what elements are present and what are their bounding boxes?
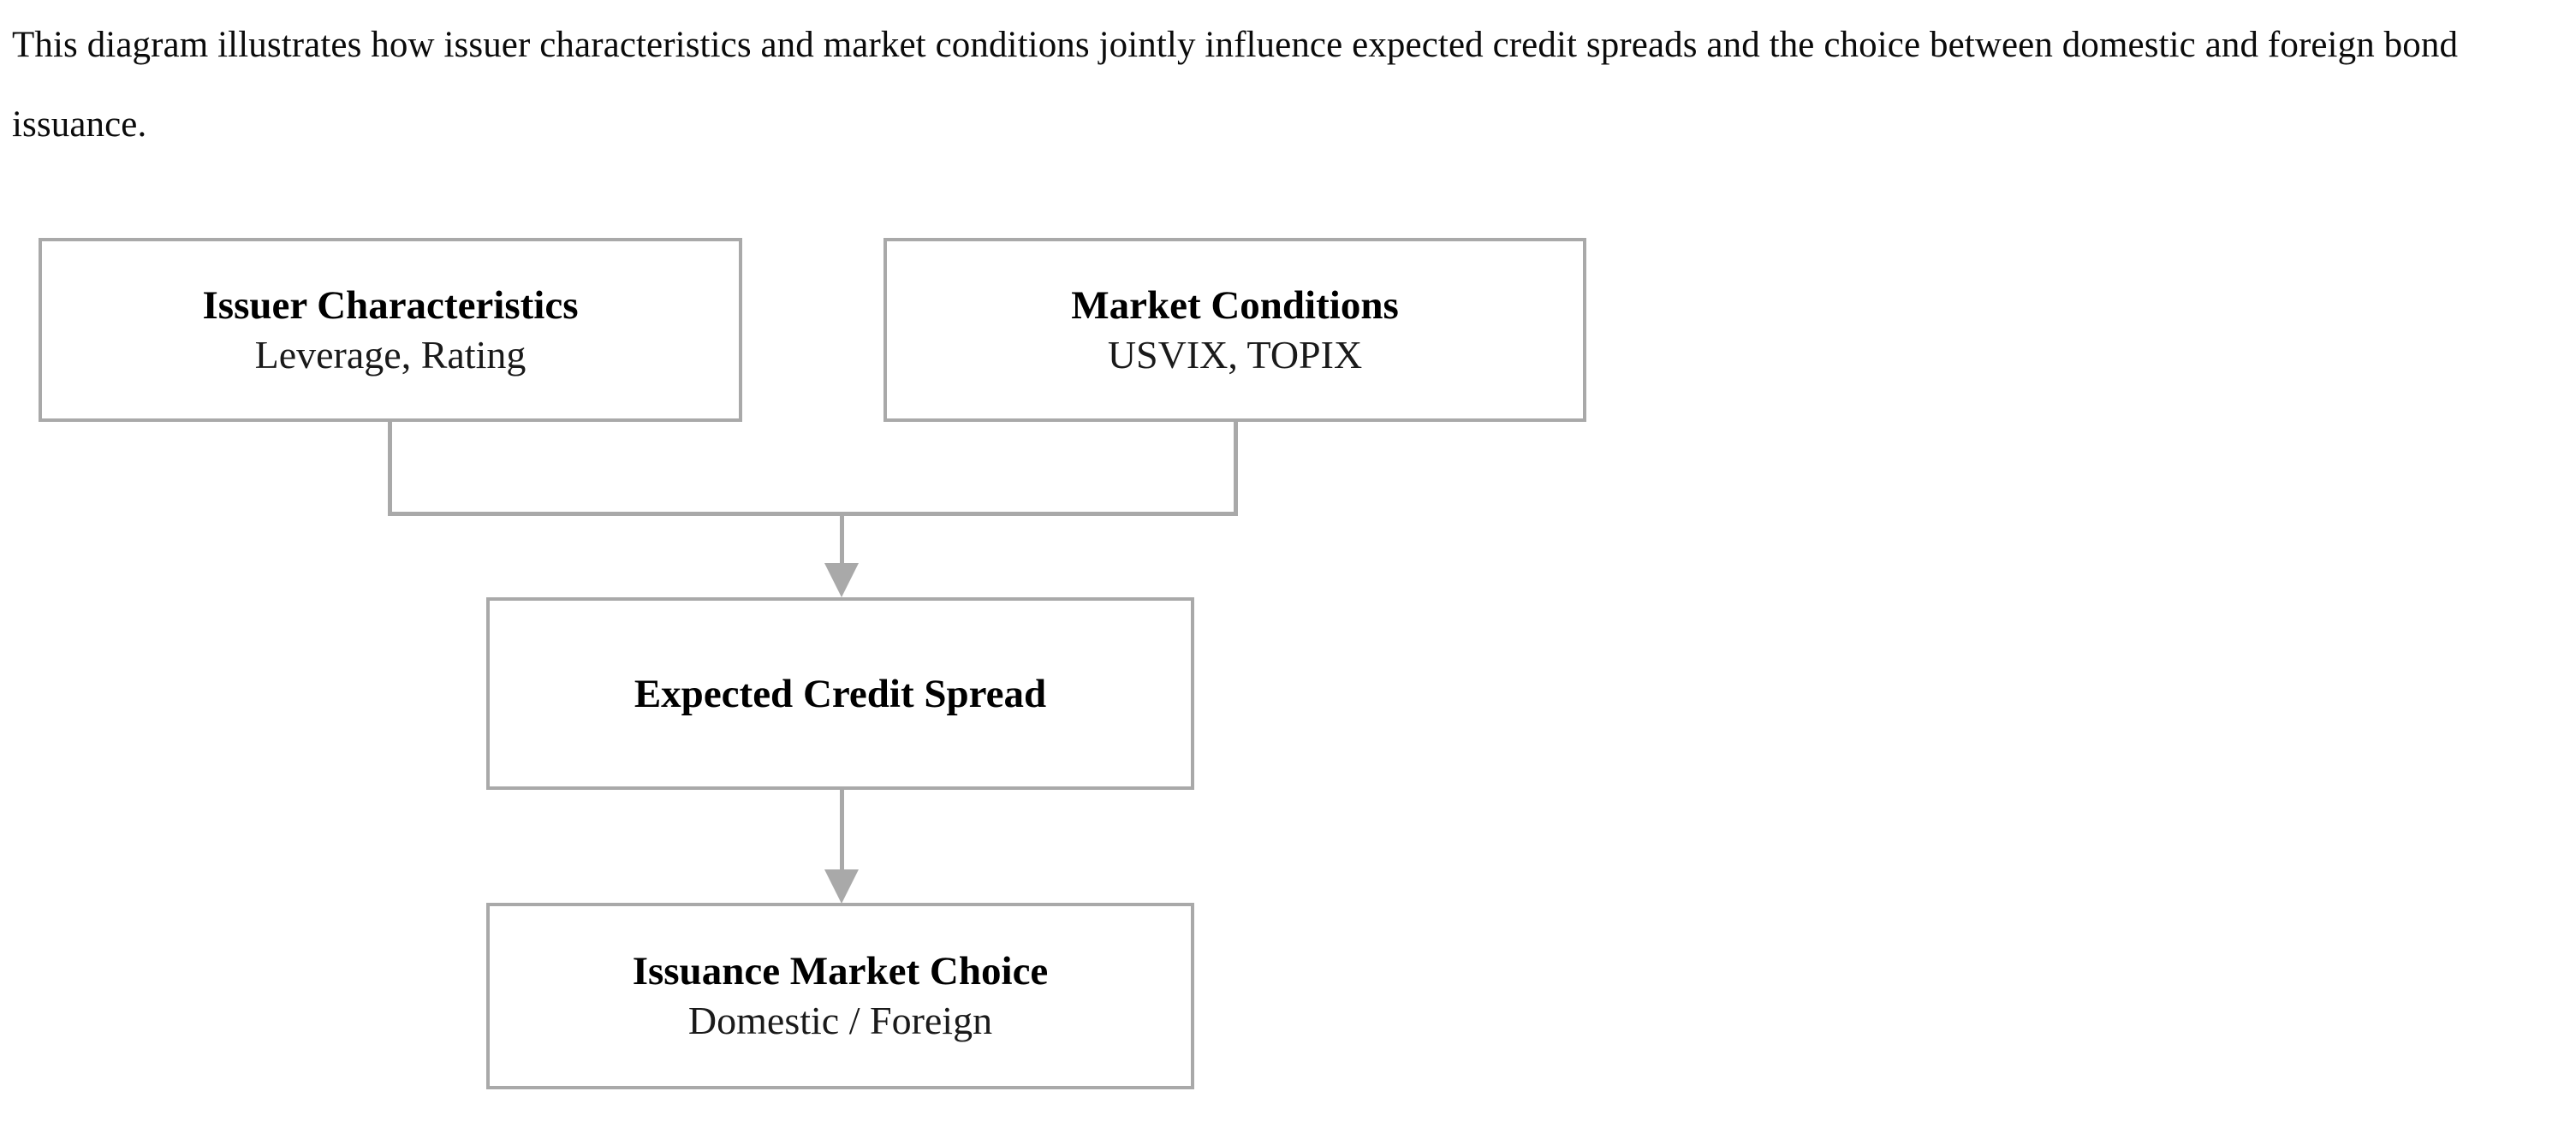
connector-market-to-join <box>1234 421 1238 516</box>
node-market-conditions: Market Conditions USVIX, TOPIX <box>883 238 1586 422</box>
diagram-caption: This diagram illustrates how issuer char… <box>12 25 2467 145</box>
connector-spread-to-choice <box>840 789 844 871</box>
node-expected-credit-spread: Expected Credit Spread <box>486 597 1194 790</box>
connector-join-to-spread <box>840 512 844 566</box>
node-issuer-characteristics-title: Issuer Characteristics <box>202 282 579 328</box>
connector-issuer-to-join <box>388 421 392 516</box>
arrowhead-down-icon-to-choice <box>824 869 859 904</box>
node-market-conditions-title: Market Conditions <box>1071 282 1399 328</box>
connector-join-bar <box>388 512 1238 516</box>
node-issuer-characteristics: Issuer Characteristics Leverage, Rating <box>39 238 742 422</box>
node-issuer-characteristics-subtitle: Leverage, Rating <box>254 332 527 377</box>
node-issuance-market-choice-title: Issuance Market Choice <box>632 949 1049 993</box>
node-issuance-market-choice-subtitle: Domestic / Foreign <box>687 999 993 1042</box>
node-market-conditions-subtitle: USVIX, TOPIX <box>1107 332 1363 377</box>
node-expected-credit-spread-title: Expected Credit Spread <box>634 671 1047 716</box>
arrowhead-down-icon-to-spread <box>824 563 859 597</box>
node-issuance-market-choice: Issuance Market Choice Domestic / Foreig… <box>486 903 1194 1089</box>
